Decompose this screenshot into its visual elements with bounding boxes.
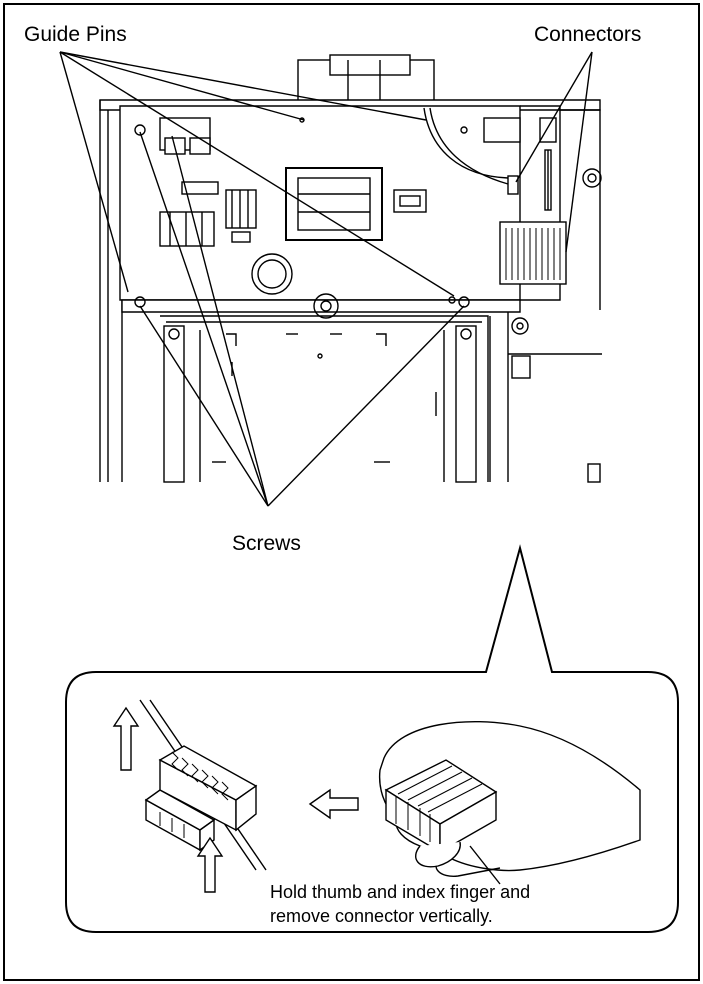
left-arrow-icon (308, 788, 359, 820)
machine-drawing (99, 54, 602, 483)
guide-pins-label: Guide Pins (24, 23, 127, 46)
leader-lines (59, 51, 593, 507)
caption-line-2: remove connector vertically. (270, 906, 493, 926)
connectors-label: Connectors (534, 23, 642, 46)
board-connector (499, 221, 567, 285)
caption-line-1: Hold thumb and index finger and (270, 882, 531, 902)
up-arrow-icon (196, 836, 224, 893)
instruction-caption: Hold thumb and index finger and remove c… (270, 880, 530, 928)
screw-top-left (134, 124, 146, 136)
connector-removal-illustration (112, 699, 641, 893)
screws-label: Screws (232, 532, 301, 555)
up-arrow-icon (112, 706, 140, 771)
